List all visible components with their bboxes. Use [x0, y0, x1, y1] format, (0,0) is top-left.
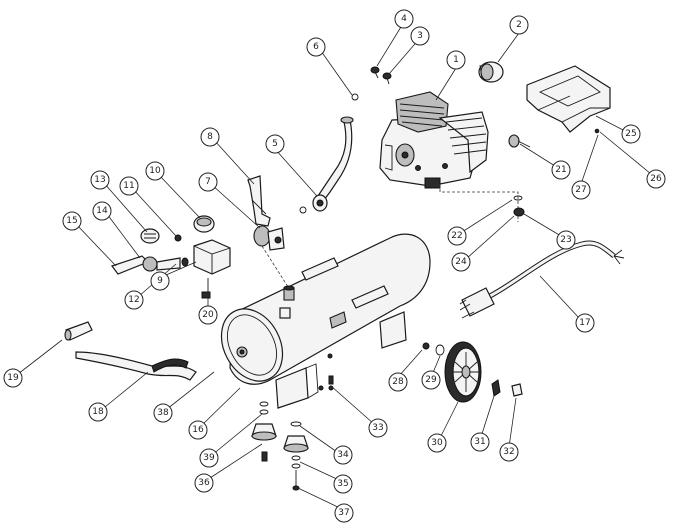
misc-fasteners: [318, 375, 334, 391]
svg-text:13: 13: [94, 175, 105, 185]
callout-34: 34: [333, 445, 353, 465]
callout-16: 16: [188, 420, 208, 440]
callout-26: 26: [646, 169, 666, 189]
callout-25: 25: [621, 124, 641, 144]
callout-32: 32: [499, 442, 519, 462]
callout-5: 5: [265, 134, 285, 154]
callout-39: 39: [199, 448, 219, 468]
callout-2: 2: [509, 15, 529, 35]
svg-text:21: 21: [555, 165, 566, 175]
check-valve: [253, 225, 291, 291]
callout-bubbles: 1 2 3 4 5 6 7 8 9 10 11 12 13 14 15 16 1…: [3, 9, 666, 523]
svg-text:5: 5: [272, 139, 278, 149]
power-cord: [459, 240, 625, 319]
tube-fitting: [247, 175, 271, 227]
svg-text:35: 35: [337, 479, 348, 489]
svg-text:24: 24: [455, 257, 467, 267]
svg-text:26: 26: [650, 174, 662, 184]
callout-35: 35: [333, 474, 353, 494]
callout-23: 23: [556, 230, 576, 250]
rubber-feet: [251, 401, 309, 491]
svg-text:6: 6: [313, 42, 319, 52]
svg-text:38: 38: [157, 408, 169, 418]
callout-33: 33: [368, 418, 388, 438]
callout-14: 14: [92, 201, 112, 221]
svg-text:25: 25: [625, 129, 636, 139]
svg-text:7: 7: [205, 177, 211, 187]
wheel-assembly: [422, 341, 523, 403]
callout-36: 36: [194, 473, 214, 493]
svg-text:8: 8: [207, 132, 213, 142]
svg-text:15: 15: [66, 216, 77, 226]
svg-text:20: 20: [202, 310, 214, 320]
svg-text:22: 22: [451, 231, 462, 241]
callout-7: 7: [198, 172, 218, 192]
svg-text:33: 33: [372, 423, 383, 433]
callout-4: 4: [394, 9, 414, 29]
belt-guard: [526, 65, 611, 134]
callout-31: 31: [470, 432, 490, 452]
pump-bolts: [370, 66, 392, 85]
callout-30: 30: [427, 433, 447, 453]
callout-38: 38: [153, 403, 173, 423]
svg-text:3: 3: [417, 31, 423, 41]
svg-text:37: 37: [338, 508, 349, 518]
callout-3: 3: [410, 26, 430, 46]
svg-text:31: 31: [474, 437, 485, 447]
callout-18: 18: [88, 402, 108, 422]
svg-text:34: 34: [337, 450, 349, 460]
callout-12: 12: [124, 290, 144, 310]
callout-27: 27: [571, 180, 591, 200]
callout-13: 13: [90, 170, 110, 190]
air-tank: [220, 233, 431, 409]
svg-text:19: 19: [7, 373, 19, 383]
callout-17: 17: [575, 313, 595, 333]
nut-washer-set: [439, 184, 525, 222]
pressure-switch-manifold: [111, 215, 231, 299]
callout-19: 19: [3, 368, 23, 388]
svg-text:12: 12: [128, 295, 139, 305]
svg-text:30: 30: [431, 438, 443, 448]
quick-coupler: [64, 321, 93, 341]
svg-text:23: 23: [560, 235, 571, 245]
handle: [75, 351, 197, 381]
screw-21: [508, 134, 531, 148]
callout-10: 10: [145, 161, 165, 181]
callout-28: 28: [388, 372, 408, 392]
callout-21: 21: [551, 160, 571, 180]
svg-text:17: 17: [579, 318, 590, 328]
svg-text:9: 9: [157, 276, 163, 286]
svg-text:28: 28: [392, 377, 404, 387]
callout-24: 24: [451, 252, 471, 272]
pump-motor-assembly: [379, 91, 489, 189]
callout-15: 15: [62, 211, 82, 231]
svg-text:27: 27: [575, 185, 586, 195]
svg-text:4: 4: [401, 14, 407, 24]
svg-text:36: 36: [198, 478, 210, 488]
callout-22: 22: [447, 226, 467, 246]
callout-6: 6: [306, 37, 326, 57]
svg-text:1: 1: [453, 55, 459, 65]
callout-8: 8: [200, 127, 220, 147]
svg-text:39: 39: [203, 453, 215, 463]
callout-20: 20: [198, 305, 218, 325]
callout-29: 29: [421, 370, 441, 390]
svg-text:2: 2: [516, 20, 522, 30]
air-filter: [478, 61, 504, 83]
callout-1: 1: [446, 50, 466, 70]
svg-text:10: 10: [149, 166, 161, 176]
leader-lines: [17, 21, 652, 510]
svg-text:14: 14: [96, 206, 108, 216]
callout-11: 11: [119, 176, 139, 196]
svg-text:16: 16: [192, 425, 204, 435]
svg-text:32: 32: [503, 447, 514, 457]
callout-37: 37: [334, 503, 354, 523]
svg-text:18: 18: [92, 407, 104, 417]
outlet-tube: [299, 93, 359, 214]
callout-9: 9: [150, 271, 170, 291]
svg-text:11: 11: [123, 181, 134, 191]
svg-text:29: 29: [425, 375, 437, 385]
